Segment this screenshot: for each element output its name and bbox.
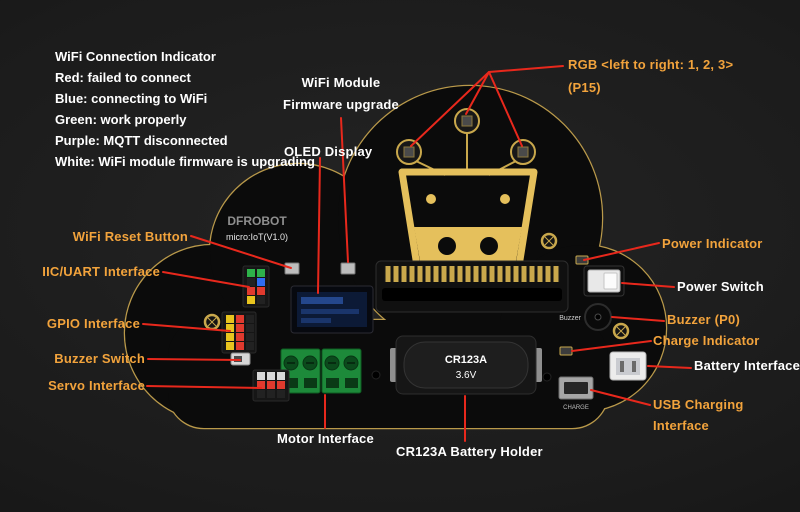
label-servo-interface: Servo Interface	[48, 378, 145, 393]
legend-line: Green: work properly	[55, 112, 187, 127]
battery-connector	[609, 351, 647, 381]
battery-voltage-text: 3.6V	[456, 370, 477, 381]
annotation-lines	[142, 65, 692, 442]
power-switch-component	[583, 265, 625, 297]
firmware-update-button	[340, 262, 356, 275]
label-charge-indicator: Charge Indicator	[653, 333, 760, 348]
wifi-reset-button	[284, 262, 300, 275]
microbit-connector	[375, 260, 569, 313]
oled-display	[290, 285, 374, 334]
legend-line: White: WiFi module firmware is upgrading	[55, 154, 315, 169]
buzzer-component: Buzzer	[559, 303, 612, 331]
battery-label-text: CR123A	[445, 354, 487, 366]
rgb-leds	[403, 115, 529, 158]
buzzer-silk-text: Buzzer	[559, 315, 581, 322]
usb-port: CHARGE	[558, 376, 594, 411]
label-wifi-module-firmware: WiFi Module Firmware upgrade	[283, 72, 399, 116]
label-motor-interface: Motor Interface	[277, 431, 374, 446]
servo-header	[252, 369, 290, 402]
legend-line: Purple: MQTT disconnected	[55, 133, 228, 148]
label-line: WiFi Module	[301, 75, 381, 90]
motor-terminals	[280, 348, 362, 394]
label-line: Firmware upgrade	[283, 97, 399, 112]
gpio-header	[221, 311, 257, 354]
legend-line: Red: failed to connect	[55, 70, 191, 85]
label-battery-interface: Battery Interface	[694, 358, 800, 373]
label-power-switch: Power Switch	[677, 279, 764, 294]
wifi-legend: WiFi Connection Indicator Red: failed to…	[55, 46, 315, 172]
legend-line: Blue: connecting to WiFi	[55, 91, 208, 106]
label-rgb: RGB <left to right: 1, 2, 3>	[568, 57, 734, 72]
label-power-indicator: Power Indicator	[662, 236, 763, 251]
label-battery-holder: CR123A Battery Holder	[396, 444, 543, 459]
legend-title: WiFi Connection Indicator	[55, 49, 216, 64]
label-wifi-reset-button: WiFi Reset Button	[72, 229, 188, 244]
label-line: USB Charging	[653, 397, 744, 412]
label-iic-uart-interface: IIC/UART Interface	[42, 264, 160, 279]
label-oled-display: OLED Display	[284, 144, 373, 159]
brand-logo-text: DFROBOT	[227, 214, 287, 228]
screw-slots	[207, 236, 626, 336]
charge-indicator-led	[559, 346, 573, 356]
battery-holder: CR123A 3.6V	[390, 335, 542, 395]
charge-silk-text: CHARGE	[563, 405, 589, 411]
iic-uart-header	[242, 265, 270, 308]
label-rgb-pin: (P15)	[568, 80, 601, 95]
model-text: micro:IoT(V1.0)	[226, 232, 288, 242]
label-usb-charging: USB Charging Interface	[653, 394, 744, 436]
label-buzzer-p0: Buzzer (P0)	[667, 312, 740, 327]
label-line: Interface	[653, 418, 709, 433]
label-buzzer-switch: Buzzer Switch	[54, 351, 145, 366]
label-gpio-interface: GPIO Interface	[46, 316, 140, 331]
